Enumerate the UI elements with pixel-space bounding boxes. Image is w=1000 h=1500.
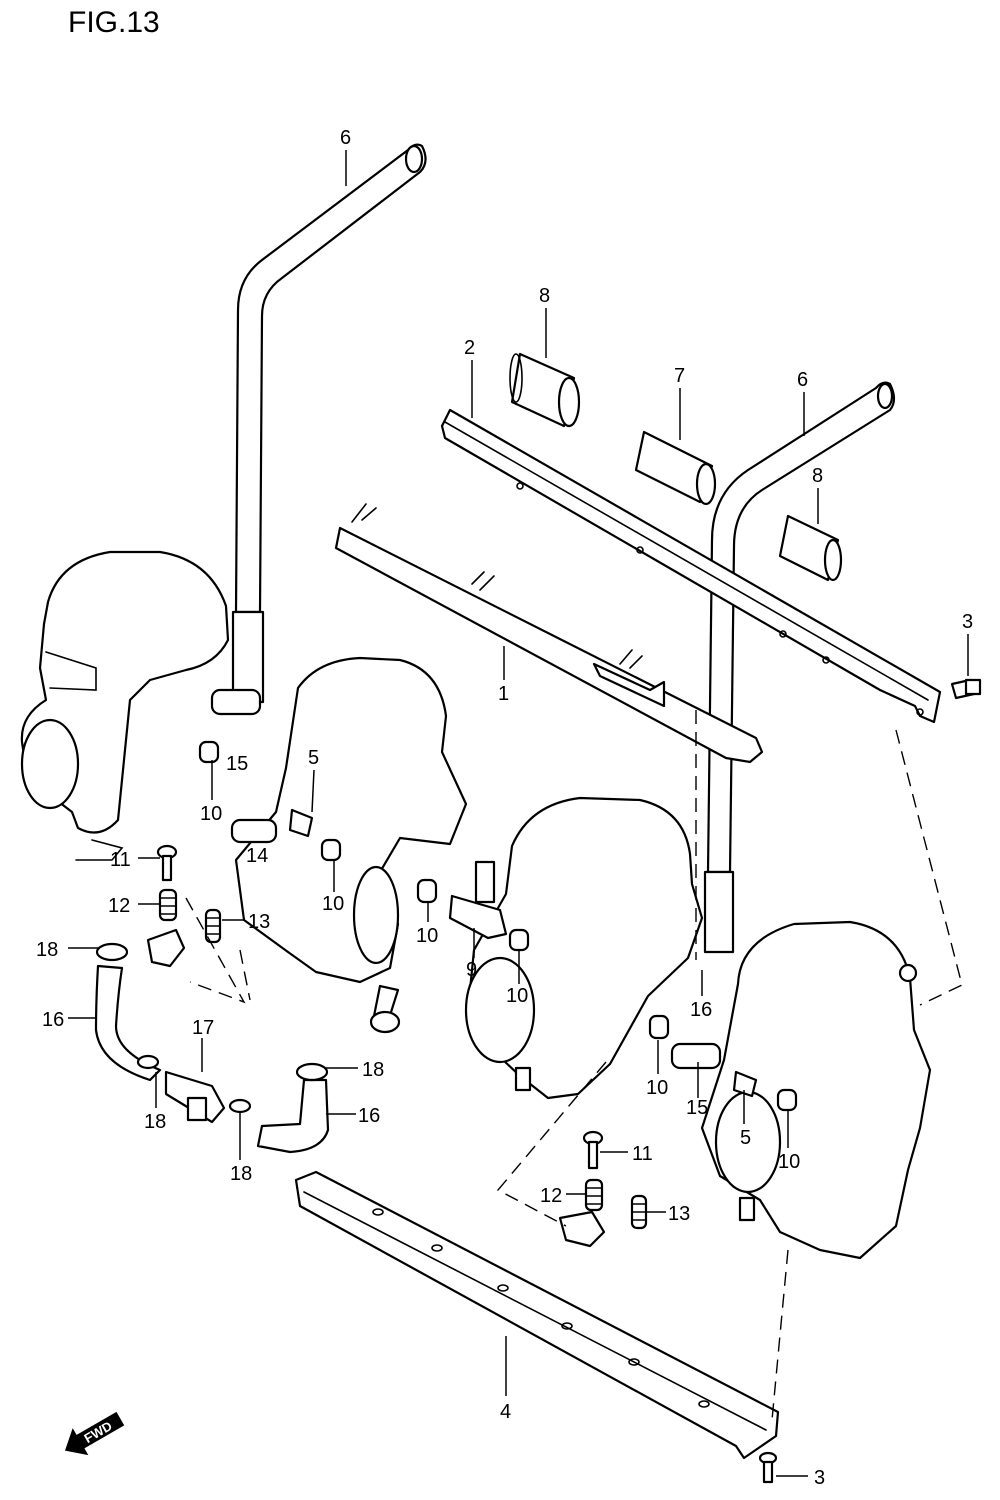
figure-title: FIG.13 [68, 6, 160, 39]
callout-10-f: 10 [778, 1151, 800, 1173]
sleeve-7 [634, 430, 717, 506]
callout-7: 7 [674, 365, 685, 387]
callout-10-e: 10 [646, 1077, 668, 1099]
fuel-hose-16-left [94, 942, 162, 1082]
callout-15-right: 15 [686, 1097, 708, 1119]
sleeve-8-lower [778, 514, 843, 582]
callout-11-right: 11 [632, 1143, 653, 1165]
callout-9: 9 [466, 959, 477, 981]
callout-4: 4 [500, 1401, 511, 1423]
callout-10-c: 10 [416, 925, 438, 947]
phantom-line-a [895, 729, 963, 1006]
clamp-18-b [228, 1098, 252, 1114]
leader-lines [68, 150, 969, 1477]
fuel-joint-9 [448, 860, 508, 940]
plug-10-a [198, 740, 220, 764]
callout-6-right: 6 [797, 369, 808, 391]
callout-11-left: 11 [110, 849, 131, 871]
plug-10-d [508, 928, 530, 952]
spring-13-left [204, 908, 222, 944]
callout-14: 14 [246, 845, 268, 867]
callout-6-left: 6 [340, 127, 351, 149]
plug-10-b [320, 838, 342, 862]
tube-15-left [210, 688, 262, 716]
phantom-line-c [185, 897, 246, 1004]
cap-right [558, 1210, 606, 1248]
forward-direction-arrow: FWD [65, 1411, 125, 1456]
phantom-line-d [239, 949, 251, 1001]
clip-5-left [288, 808, 314, 838]
tube-15-right [670, 1042, 722, 1070]
carburetor-1 [20, 550, 230, 861]
callout-10-d: 10 [506, 985, 528, 1007]
bolt-3-lower [758, 1451, 778, 1484]
clip-5-right [732, 1070, 758, 1098]
phantom-line-b [771, 1249, 789, 1421]
spring-12-right [584, 1178, 604, 1212]
fuel-joint-17 [164, 1070, 226, 1124]
screw-11-right [582, 1130, 604, 1170]
callout-15-left: 15 [226, 753, 248, 775]
plug-10-f [776, 1088, 798, 1112]
callout-10-b: 10 [322, 893, 344, 915]
callout-8-upper: 8 [539, 285, 550, 307]
callout-18-a: 18 [36, 939, 58, 961]
carburetor-2 [234, 656, 468, 1034]
spring-13-right [630, 1194, 648, 1230]
callout-1: 1 [498, 683, 509, 705]
callout-18-d: 18 [230, 1163, 252, 1185]
carburetor-4 [700, 920, 932, 1260]
callout-16-b: 16 [690, 999, 712, 1021]
callout-5-right: 5 [740, 1127, 751, 1149]
bolt-3-upper [950, 678, 982, 700]
vent-pipe-right [703, 381, 896, 954]
fuel-hose-16-right [256, 1062, 330, 1154]
phantom-line-e [496, 1061, 607, 1227]
vent-pipe-left [231, 143, 427, 704]
callout-12-left: 12 [108, 895, 130, 917]
plug-10-c [416, 878, 438, 904]
callout-17: 17 [192, 1017, 214, 1039]
callout-12-right: 12 [540, 1185, 562, 1207]
callout-18-c: 18 [144, 1111, 166, 1133]
callout-8-lower: 8 [812, 465, 823, 487]
cap-left [146, 928, 186, 968]
callout-13-left: 13 [248, 911, 270, 933]
callout-18-b: 18 [362, 1059, 384, 1081]
callout-5-left: 5 [308, 747, 319, 769]
spring-12-left [158, 888, 178, 922]
clamp-18-a [136, 1054, 160, 1070]
lower-bracket-plate [294, 1170, 780, 1460]
callout-2: 2 [464, 337, 475, 359]
callout-labels: 6 2 8 7 6 8 3 1 15 5 10 14 11 10 12 13 1… [36, 127, 973, 1489]
callout-3-lower: 3 [814, 1467, 825, 1489]
callout-10-a: 10 [200, 803, 222, 825]
callout-3-upper: 3 [962, 611, 973, 633]
upper-bracket-plate [440, 408, 942, 724]
linkage-rod [334, 503, 764, 764]
carburetor-3 [464, 796, 704, 1100]
callout-16-c: 16 [358, 1105, 380, 1127]
callout-16-a: 16 [42, 1009, 64, 1031]
plug-10-e [648, 1014, 670, 1040]
tube-14 [230, 818, 278, 844]
sleeve-8-upper [509, 352, 581, 428]
callout-13-right: 13 [668, 1203, 690, 1225]
screw-11-left [156, 844, 178, 882]
